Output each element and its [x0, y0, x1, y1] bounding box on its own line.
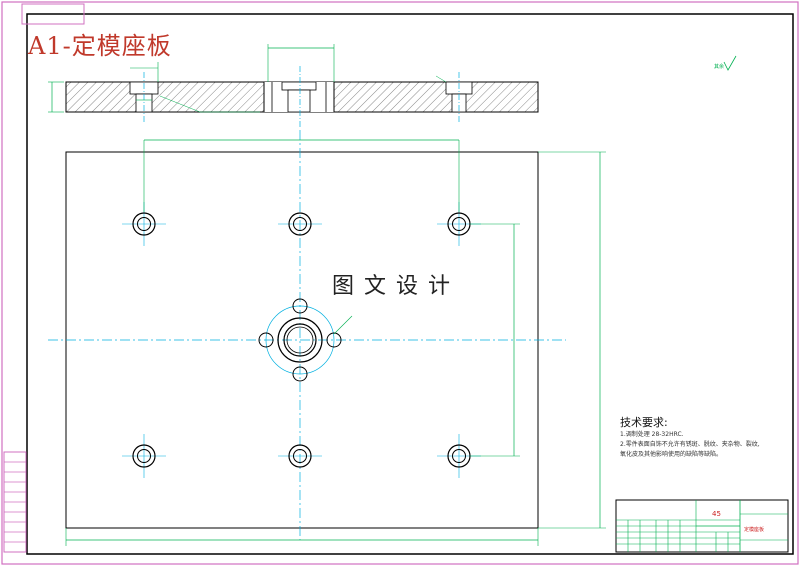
title-label-box	[21, 3, 85, 25]
sheet-inner-border	[26, 13, 794, 555]
roughness-note: 其余	[714, 63, 724, 70]
screw-hole-top-left	[132, 212, 156, 236]
left-revision-strip	[3, 451, 27, 553]
tech-line-2: 2.零件表面自饰不允许有锈斑、脱纹、夹杂物、裂纹,	[620, 441, 760, 448]
plan-view	[48, 130, 606, 546]
screw-hole-top-center	[288, 212, 312, 236]
material-label: 45	[712, 510, 721, 518]
roughness-symbol	[723, 55, 737, 71]
technical-requirements: 技术要求: 1.调制处理 28-32HRC. 2.零件表面自饰不允许有锈斑、脱纹…	[620, 414, 760, 460]
tech-line-3: 氧化皮及其他影响使用的缺陷等缺陷。	[620, 451, 723, 458]
screw-hole-bottom-left	[132, 444, 156, 468]
watermark-text: 图文设计	[332, 274, 461, 299]
tech-heading: 技术要求:	[620, 416, 668, 429]
locating-ring-bore	[258, 298, 353, 382]
section-view	[48, 44, 539, 128]
screw-hole-bottom-center	[288, 444, 312, 468]
part-name-label: 定模座板	[744, 526, 764, 533]
title-block: 45 定模座板	[615, 499, 789, 553]
drawing-title: A1-定模座板	[28, 32, 172, 60]
tech-line-1: 1.调制处理 28-32HRC.	[620, 431, 684, 438]
